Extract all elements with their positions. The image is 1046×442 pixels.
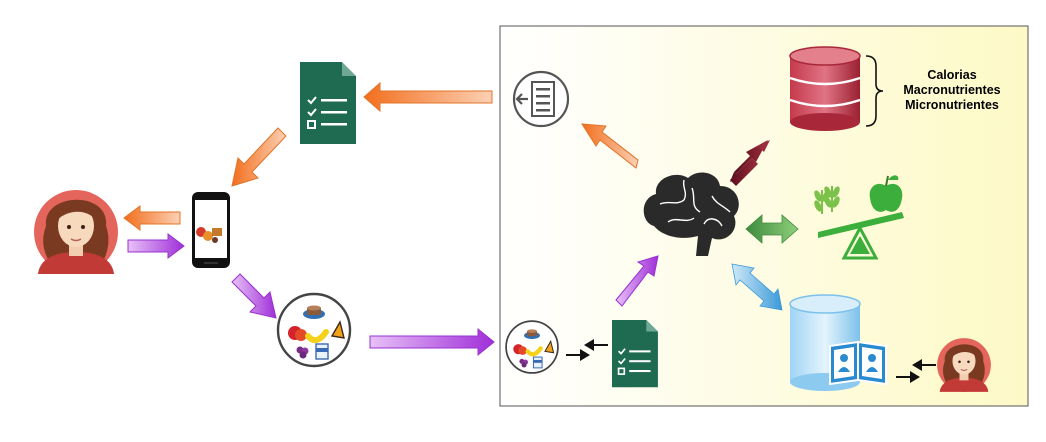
- arrow-plate-to-system: [369, 327, 495, 357]
- curly-brace: [865, 55, 884, 127]
- checklist-form-icon: [299, 61, 357, 145]
- checklist-form-small-icon: [611, 319, 659, 389]
- arrow-user-to-phone: [127, 233, 185, 259]
- nutrition-database-icon: [789, 46, 861, 131]
- exchange-arrows-icon: [566, 339, 608, 361]
- arrow-input-to-brain: [615, 255, 659, 307]
- food-plate-small-icon: [506, 321, 558, 373]
- db-label-calorias: Calorias: [927, 68, 976, 82]
- db-label-macronutrientes: Macronutrientes: [903, 83, 1000, 97]
- user-avatar-icon: [33, 189, 119, 275]
- brain-icon: [643, 172, 739, 256]
- smartphone-icon: [192, 192, 230, 268]
- arrow-brain-to-user-db: [731, 263, 783, 311]
- food-plate-icon: [278, 294, 350, 366]
- arrow-phone-to-plate: [231, 273, 277, 319]
- db-label-micronutrientes: Micronutrientes: [905, 98, 999, 112]
- arrow-phone-to-user: [123, 205, 181, 231]
- arrow-brain-to-balance: [745, 214, 799, 244]
- report-download-icon: [512, 70, 570, 128]
- arrow-brain-to-nutrition-db: [730, 140, 770, 186]
- user-profile-database-icon: [789, 294, 887, 391]
- arrow-brain-to-report: [581, 123, 639, 169]
- arrow-report-to-form: [363, 81, 493, 113]
- user-avatar-small-icon: [936, 337, 992, 393]
- exchange-arrows-user-icon: [896, 359, 936, 383]
- arrow-form-to-phone: [231, 127, 287, 187]
- diet-balance-icon: [814, 175, 904, 260]
